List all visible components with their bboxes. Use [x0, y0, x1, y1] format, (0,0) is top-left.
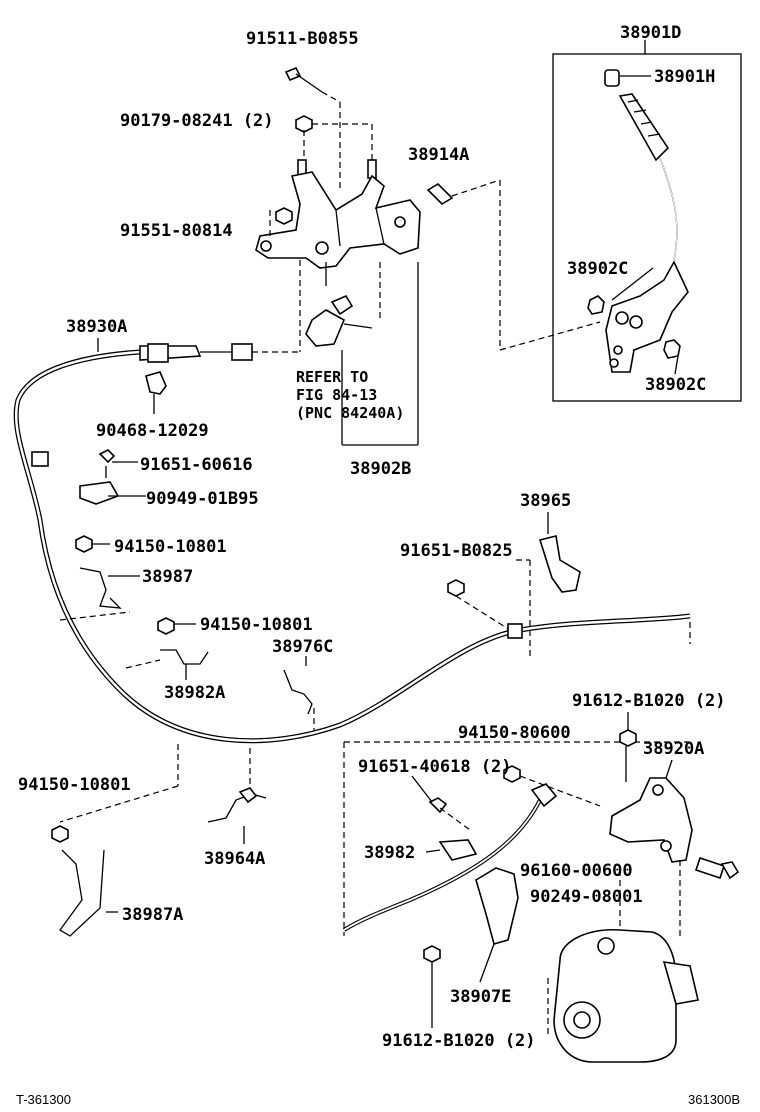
label-refer-line2: FIG 84-13 — [296, 386, 377, 404]
label-96160-00600: 96160-00600 — [520, 861, 633, 881]
label-38907E: 38907E — [450, 987, 511, 1007]
label-91651-B0825: 91651-B0825 — [400, 541, 513, 561]
label-90179-08241: 90179-08241 (2) — [120, 111, 274, 131]
footer-right-code: 361300B — [688, 1092, 740, 1107]
label-38902C-bottom: 38902C — [645, 375, 706, 395]
footer-left-code: T-361300 — [16, 1092, 71, 1107]
label-38987: 38987 — [142, 567, 193, 587]
label-94150-10801-a: 94150-10801 — [114, 537, 227, 557]
label-38920A: 38920A — [643, 739, 704, 759]
bracket-group — [255, 66, 601, 446]
bracket-38965-group — [447, 512, 691, 660]
label-38964A: 38964A — [204, 849, 265, 869]
label-90249-08001: 90249-08001 — [530, 887, 643, 907]
label-38976C: 38976C — [272, 637, 333, 657]
label-91551-80814: 91551-80814 — [120, 221, 233, 241]
label-94150-10801-c: 94150-10801 — [18, 775, 131, 795]
label-91612-B1020-top: 91612-B1020 (2) — [572, 691, 726, 711]
label-90468-12029: 90468-12029 — [96, 421, 209, 441]
label-94150-80600: 94150-80600 — [458, 723, 571, 743]
label-91651-40618: 91651-40618 (2) — [358, 757, 512, 777]
label-refer-line1: REFER TO — [296, 368, 368, 386]
rear-section-group — [342, 712, 740, 1063]
lever-assembly-frame — [552, 53, 742, 402]
label-94150-10801-b: 94150-10801 — [200, 615, 313, 635]
label-38902B: 38902B — [350, 459, 411, 479]
lever-assembly-group — [552, 40, 742, 402]
label-38987A: 38987A — [122, 905, 183, 925]
label-91651-60616: 91651-60616 — [140, 455, 253, 475]
label-90949-01B95: 90949-01B95 — [146, 489, 259, 509]
label-91612-B1020-bottom: 91612-B1020 (2) — [382, 1031, 536, 1051]
label-38901D: 38901D — [620, 23, 681, 43]
label-38930A: 38930A — [66, 317, 127, 337]
label-38982A: 38982A — [164, 683, 225, 703]
label-38902C-top: 38902C — [567, 259, 628, 279]
label-38901H: 38901H — [654, 67, 715, 87]
label-refer-line3: (PNC 84240A) — [296, 404, 404, 422]
label-91511-B0855: 91511-B0855 — [246, 29, 359, 49]
label-38965: 38965 — [520, 491, 571, 511]
label-38982: 38982 — [364, 843, 415, 863]
label-38914A: 38914A — [408, 145, 469, 165]
